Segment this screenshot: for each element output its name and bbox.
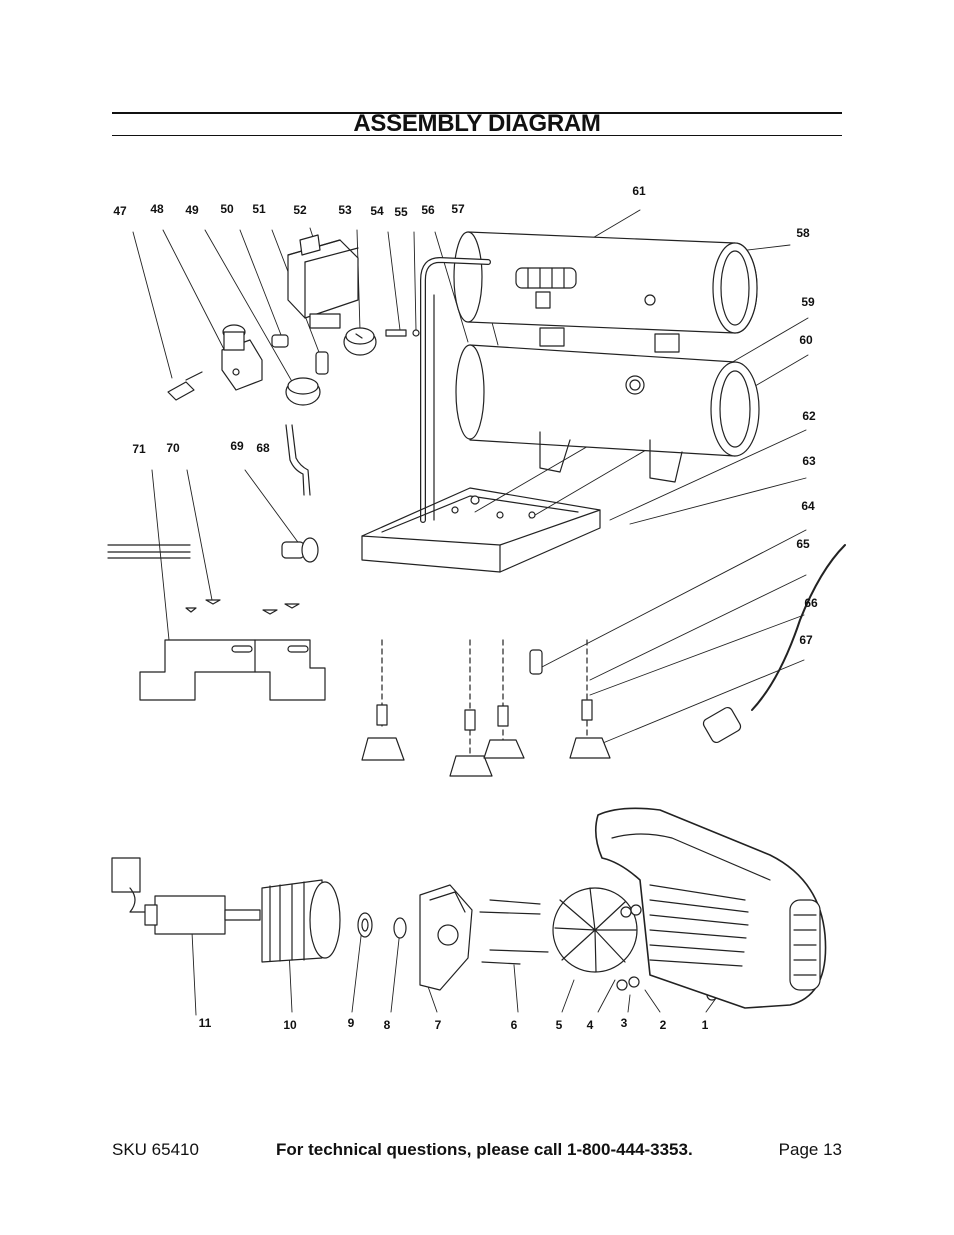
callout-53: 53: [338, 203, 352, 217]
pressure-gauge-53: [343, 327, 377, 356]
callout-70: 70: [166, 441, 180, 455]
safety-valve-54: [385, 329, 420, 337]
stator-10: [261, 879, 341, 963]
ball-valve-47: [167, 371, 203, 401]
callout-2: 2: [659, 1018, 667, 1032]
callout-62: 62: [802, 409, 816, 423]
callout-68: 68: [256, 441, 270, 455]
rubber-feet: [361, 639, 611, 777]
motor-bracket: [139, 599, 326, 701]
rotor-11: [144, 895, 261, 935]
callout-48: 48: [150, 202, 164, 216]
callout-67: 67: [799, 633, 813, 647]
callout-52: 52: [293, 203, 307, 217]
page-title: ASSEMBLY DIAGRAM: [353, 110, 601, 137]
base-frame: [361, 487, 601, 573]
callout-71: 71: [132, 442, 146, 456]
callout-50: 50: [220, 202, 234, 216]
callout-65: 65: [796, 537, 810, 551]
motor-assembly: [111, 807, 827, 1009]
callout-6: 6: [510, 1018, 518, 1032]
callout-56: 56: [421, 203, 435, 217]
unloader-tube-68: [285, 424, 311, 496]
callout-9: 9: [347, 1016, 355, 1030]
callout-51: 51: [252, 202, 266, 216]
gauge-49: [285, 377, 321, 406]
footer-page-number: Page 13: [778, 1140, 842, 1159]
callout-1: 1: [701, 1018, 709, 1032]
callout-69: 69: [230, 439, 244, 453]
pressure-switch: [287, 234, 359, 329]
seal-ring-8: [393, 917, 407, 939]
footer-technical-contact: For technical questions, please call 1-8…: [276, 1140, 693, 1159]
callout-54: 54: [370, 204, 384, 218]
callout-60: 60: [799, 333, 813, 347]
fan-5: [552, 887, 638, 973]
upper-air-tank: [453, 231, 758, 353]
lower-air-tank: [455, 344, 760, 483]
callout-64: 64: [801, 499, 815, 513]
end-cover-7: [419, 884, 473, 991]
callout-3: 3: [620, 1016, 628, 1030]
spring-71: [107, 544, 191, 559]
quick-coupler-51: [315, 351, 329, 375]
footer-sku: SKU 65410: [112, 1140, 199, 1159]
fitting-50: [271, 334, 289, 348]
callout-11: 11: [198, 1016, 212, 1030]
callout-47: 47: [113, 204, 127, 218]
callout-57: 57: [451, 202, 465, 216]
callout-66: 66: [804, 596, 818, 610]
callout-63: 63: [802, 454, 816, 468]
callout-61: 61: [632, 184, 646, 198]
check-valve-69: [281, 537, 319, 563]
header-top-rule: [112, 112, 842, 114]
regulator-48: [221, 324, 263, 391]
header-bottom-rule: [112, 135, 842, 136]
callout-4: 4: [586, 1018, 594, 1032]
bearing-9: [357, 912, 373, 938]
callout-58: 58: [796, 226, 810, 240]
callout-8: 8: [383, 1018, 391, 1032]
through-bolts-6: [479, 899, 549, 965]
handle-pipe: [420, 257, 491, 523]
callout-59: 59: [801, 295, 815, 309]
callout-5: 5: [555, 1018, 563, 1032]
callout-7: 7: [434, 1018, 442, 1032]
power-cord: [702, 544, 846, 744]
callout-49: 49: [185, 203, 199, 217]
callout-10: 10: [283, 1018, 297, 1032]
callout-55: 55: [394, 205, 408, 219]
shroud-1: [594, 807, 827, 1009]
